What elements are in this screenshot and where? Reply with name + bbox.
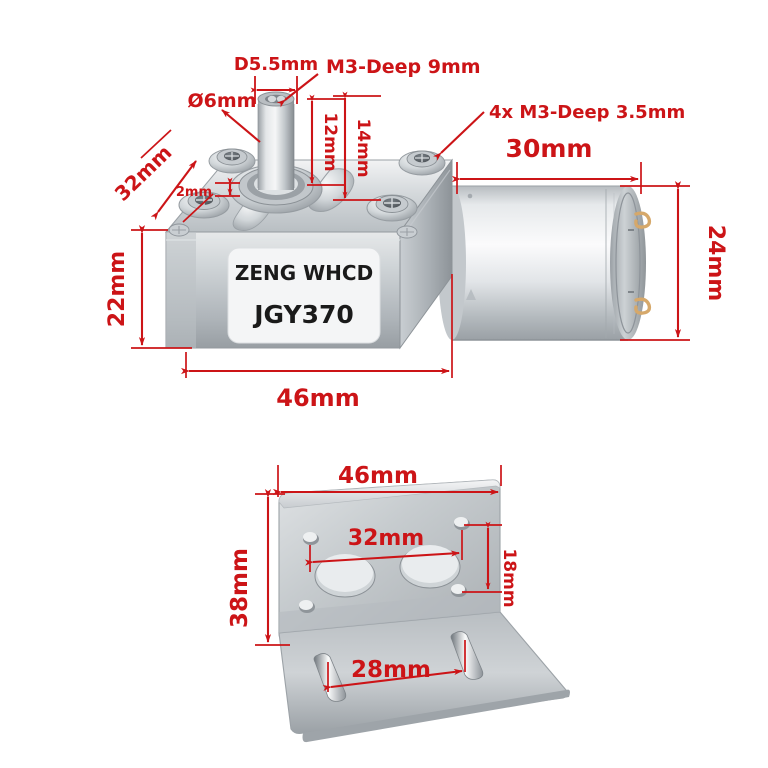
dim-boss-height: 2mm xyxy=(176,185,212,200)
bracket-slot-right xyxy=(450,631,484,680)
dim-bracket-slot-pitch: 28mm xyxy=(351,657,431,683)
bracket-small-hole-bottom-right xyxy=(451,584,467,597)
dim-shaft-diameter: Ø6mm xyxy=(188,90,257,112)
mounting-boss-bottom-right xyxy=(366,194,418,222)
nameplate xyxy=(227,247,381,344)
dim-mount-holes-spec: 4x M3-Deep 3.5mm xyxy=(489,102,685,123)
dim-shaft-flat-width: D5.5mm xyxy=(234,54,318,75)
output-shaft xyxy=(257,91,295,190)
nameplate-model: JGY370 xyxy=(252,300,354,329)
dim-shaft-tapped-hole: M3-Deep 9mm xyxy=(326,56,481,78)
bracket-small-hole-bottom-left xyxy=(299,600,315,613)
dim-bracket-hole-pitch-v: 18mm xyxy=(499,548,519,607)
motor-dimension-lines xyxy=(131,73,690,378)
bracket-dimension-lines xyxy=(255,465,502,692)
dim-mount-hole-pattern: 32mm xyxy=(110,140,177,206)
dim-motor-diameter: 24mm xyxy=(703,225,728,301)
bracket-small-hole-top-left xyxy=(303,532,319,545)
dim-gearbox-height: 22mm xyxy=(105,251,130,327)
dim-bracket-hole-pitch-h: 32mm xyxy=(348,526,424,551)
mounting-boss-top-right xyxy=(398,150,446,176)
dim-gearbox-length: 46mm xyxy=(276,384,359,412)
dim-shaft-length-12: 12mm xyxy=(320,112,340,171)
gear-motor-artwork xyxy=(164,91,652,350)
nameplate-brand: ZENG WHCD xyxy=(235,261,373,285)
dim-bracket-height: 38mm xyxy=(227,548,253,628)
dim-shaft-length-14: 14mm xyxy=(353,118,373,177)
dim-motor-length: 30mm xyxy=(506,134,593,163)
mounting-boss-top-left xyxy=(208,148,256,174)
dim-bracket-width: 46mm xyxy=(338,463,418,489)
